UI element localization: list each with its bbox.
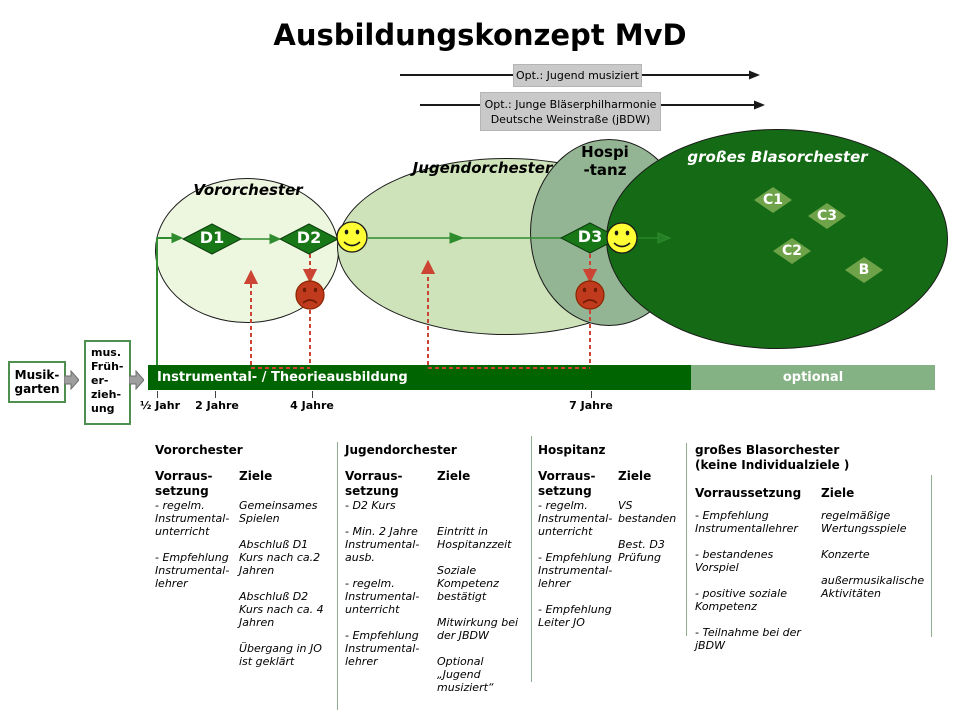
table-cell: Optional „Jugend musiziert“ — [437, 655, 494, 694]
timeline-bar-optional: optional — [691, 365, 935, 390]
column-divider — [931, 475, 932, 637]
column-divider — [686, 443, 687, 636]
tick-label-2jahre: 2 Jahre — [195, 399, 239, 412]
table-cell: - regelm. Instrumental-unterricht — [538, 499, 613, 538]
vorraussetzung-header: Vorraussetzung — [695, 486, 802, 500]
table-column-hospitanz: Hospitanz Vorraus-setzung - regelm. Inst… — [538, 443, 684, 642]
column-divider — [337, 442, 338, 710]
table-cell: VS bestanden — [618, 499, 677, 525]
opt-jbdw-label-line2: Deutsche Weinstraße (jBDW) — [490, 112, 651, 126]
musikgarten-box: Musik- garten — [8, 361, 66, 403]
column-title: Vororchester — [155, 443, 243, 457]
column-title: Hospitanz — [538, 443, 606, 457]
blasorchester-label: großes Blasorchester — [687, 148, 868, 166]
page-title: Ausbildungskonzept MvD — [273, 18, 687, 52]
tick-mark — [215, 391, 216, 398]
flow-block-arrow-icon — [129, 370, 144, 390]
table-cell: Abschluß D2 Kurs nach ca. 4 Jahren — [239, 590, 324, 629]
table-cell: - Empfehlung Instrumentallehrer — [695, 509, 798, 535]
table-cell: - bestandenes Vorspiel — [695, 548, 774, 574]
tick-label-7jahre: 7 Jahre — [569, 399, 613, 412]
jugendorchester-label: Jugendorchester — [412, 159, 553, 177]
column-title: großes Blasorchester (keine Individualzi… — [695, 443, 850, 472]
table-cell: - Empfehlung Instrumental-lehrer — [155, 551, 230, 590]
table-cell: Konzerte — [821, 548, 870, 561]
arrowhead-icon — [749, 70, 760, 80]
vororchester-label: Vororchester — [193, 181, 303, 199]
table-cell: - Empfehlung Instrumental-lehrer — [345, 629, 420, 668]
column-title: Jugendorchester — [345, 443, 457, 457]
table-cell: Best. D3 Prüfung — [618, 538, 665, 564]
timeline-bar-ausbildung: Instrumental- / Theorieausbildung — [148, 365, 691, 390]
tick-mark — [591, 391, 592, 398]
table-cell: Eintritt in Hospitanzzeit — [437, 525, 512, 551]
table-cell: Mitwirkung bei der JBDW — [437, 616, 519, 642]
tick-mark — [157, 391, 158, 398]
table-cell: - Empfehlung Leiter JO — [538, 603, 612, 629]
d2-label: D2 — [296, 228, 322, 247]
table-cell: - Min. 2 Jahre Instrumental-ausb. — [345, 525, 420, 564]
table-column-blasorchester: großes Blasorchester (keine Individualzi… — [695, 443, 929, 665]
table-cell: - regelm. Instrumental-unterricht — [345, 577, 420, 616]
opt-jugend-musiziert-label: Opt.: Jugend musiziert — [516, 69, 639, 82]
ziele-header: Ziele — [239, 469, 273, 483]
flow-block-arrow-icon — [64, 370, 79, 390]
ziele-header: Ziele — [821, 486, 855, 500]
table-cell: Übergang in JO ist geklärt — [239, 642, 322, 668]
vorraussetzung-header: Vorraus-setzung — [155, 469, 213, 498]
column-divider — [531, 436, 532, 682]
hospitanz-label: Hospi -tanz — [581, 143, 629, 179]
table-cell: außermusikalische Aktivitäten — [821, 574, 925, 600]
vororchester-ellipse — [155, 178, 339, 323]
opt-jbdw-box: Opt.: Junge Bläserphilharmonie Deutsche … — [480, 92, 661, 131]
arrowhead-icon — [754, 100, 765, 110]
table-cell: Soziale Kompetenz bestätigt — [437, 564, 499, 603]
tick-label-4jahre: 4 Jahre — [290, 399, 334, 412]
opt-jbdw-label-line1: Opt.: Junge Bläserphilharmonie — [484, 97, 657, 111]
vorraussetzung-header: Vorraus-setzung — [538, 469, 596, 498]
table-cell: - D2 Kurs — [345, 499, 396, 512]
vorraussetzung-header: Vorraus-setzung — [345, 469, 403, 498]
tick-mark — [312, 391, 313, 398]
d3-label: D3 — [577, 227, 603, 246]
opt-jugend-musiziert-box: Opt.: Jugend musiziert — [513, 64, 642, 87]
table-cell: Gemeinsames Spielen — [239, 499, 318, 525]
table-cell: - regelm. Instrumental-unterricht — [155, 499, 230, 538]
tick-label-halbjahr: ½ Jahr — [140, 399, 180, 412]
table-column-vororchester: Vororchester Vorraus-setzung - regelm. I… — [155, 443, 332, 681]
table-column-jugendorchester: Jugendorchester Vorraus-setzung - D2 Kur… — [345, 443, 527, 707]
d1-label: D1 — [199, 228, 225, 247]
table-cell: - Teilnahme bei der jBDW — [695, 626, 801, 652]
table-cell: - Empfehlung Instrumental-lehrer — [538, 551, 613, 590]
ziele-header: Ziele — [437, 469, 471, 483]
frueherziehung-box: mus. Früh- er- zieh- ung — [84, 340, 131, 425]
table-cell: Abschluß D1 Kurs nach ca.2 Jahren — [239, 538, 321, 577]
table-cell: regelmäßige Wertungsspiele — [821, 509, 907, 535]
table-cell: - positive soziale Kompetenz — [695, 587, 787, 613]
ziele-header: Ziele — [618, 469, 652, 483]
